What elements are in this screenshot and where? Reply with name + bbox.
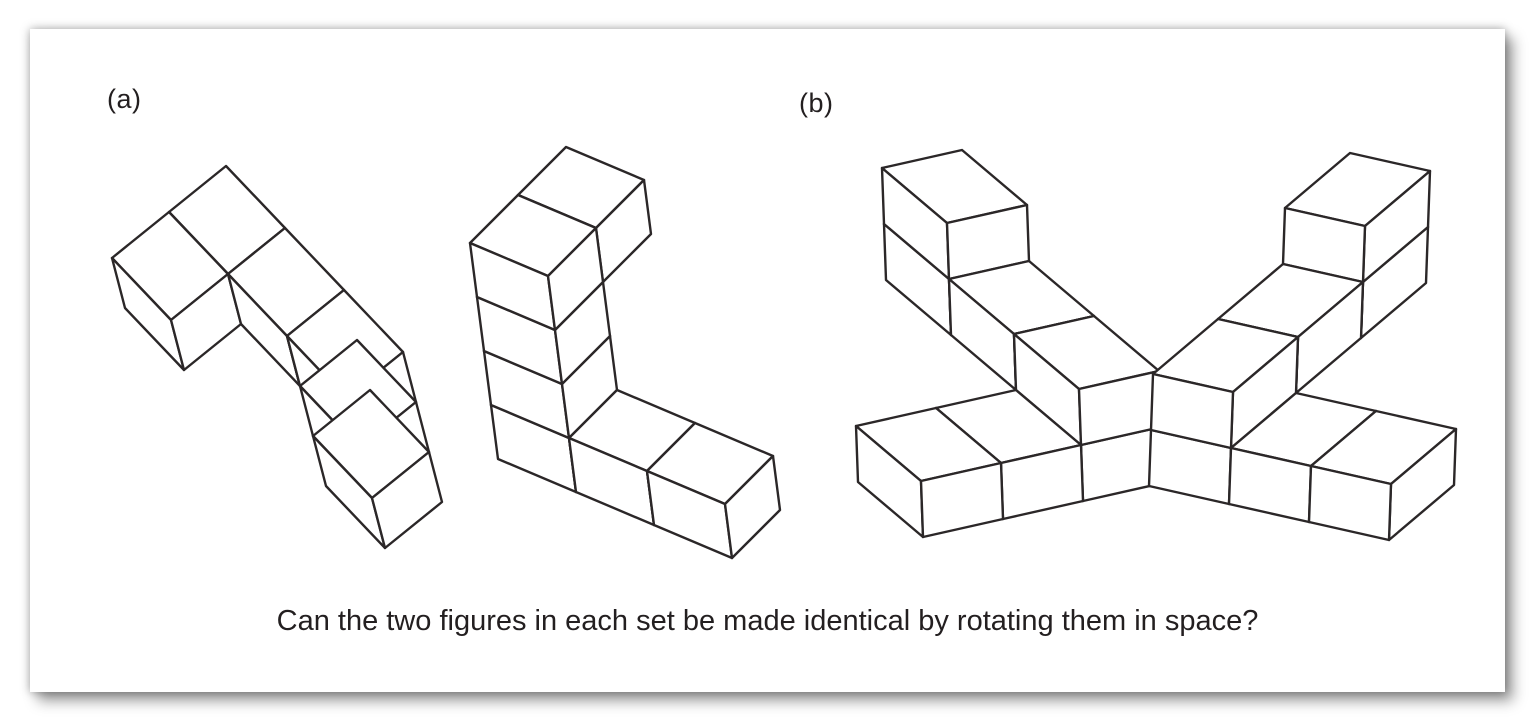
panel-label-b: (b): [799, 88, 834, 118]
figure-card: (a) (b) Can the two figures in each set …: [30, 29, 1505, 692]
figure-caption: Can the two figures in each set be made …: [276, 605, 1259, 637]
panel-label-a: (a): [107, 84, 142, 114]
